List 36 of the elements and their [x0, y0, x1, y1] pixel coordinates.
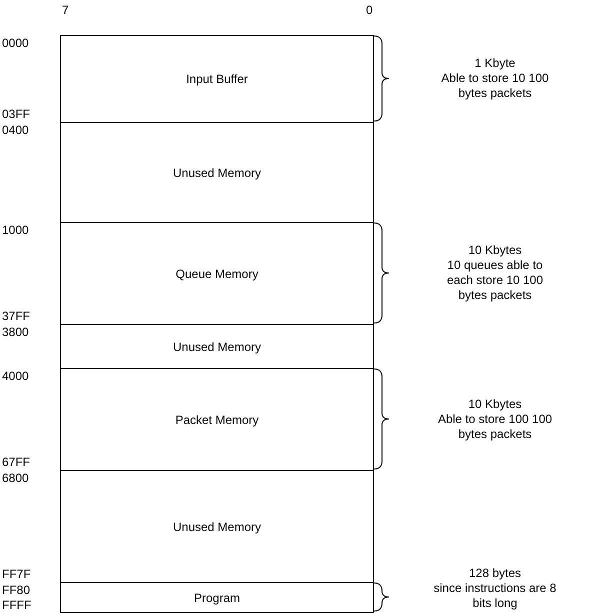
region-label: Packet Memory: [175, 412, 259, 426]
memory-region: [60, 582, 374, 613]
region-label: Unused Memory: [172, 340, 262, 354]
region-label: Program: [194, 590, 240, 604]
region-note: Able to store 10 100 bytes packets: [440, 71, 550, 101]
memory-region: [60, 222, 374, 325]
address-label: 0000: [2, 37, 29, 49]
region-note: 10 Kbytes: [467, 396, 523, 412]
bit-number: 0: [366, 4, 373, 16]
region-note: 128 bytes: [468, 566, 522, 580]
address-label: 37FF: [2, 310, 30, 322]
region-note: since instructions are 8 bits long: [433, 580, 557, 610]
address-label: 67FF: [2, 456, 30, 468]
address-label: FF80: [2, 584, 30, 596]
region-note: Able to store 100 100 bytes packets: [436, 412, 554, 442]
address-label: 1000: [2, 224, 29, 236]
memory-region: [60, 35, 374, 123]
address-label: 6800: [2, 472, 29, 484]
memory-region: [60, 324, 374, 369]
address-label: FFFF: [2, 599, 32, 611]
memory-region: [60, 122, 374, 223]
region-note: 10 queues able to each store 10 100 bytes packets: [446, 258, 544, 303]
region-note: 10 Kbytes: [467, 243, 523, 258]
memory-region: [60, 470, 374, 583]
region-label: Unused Memory: [172, 166, 262, 180]
address-label: 0400: [2, 124, 29, 136]
bit-number: 7: [62, 4, 69, 16]
address-label: 4000: [2, 370, 29, 382]
address-label: 3800: [2, 326, 29, 338]
address-label: FF7F: [2, 568, 31, 580]
region-label: Unused Memory: [172, 520, 262, 534]
address-label: 03FF: [2, 108, 30, 120]
region-note: 1 Kbyte: [474, 56, 516, 71]
region-label: Input Buffer: [186, 72, 248, 86]
memory-region: [60, 368, 374, 471]
region-label: Queue Memory: [176, 266, 258, 280]
